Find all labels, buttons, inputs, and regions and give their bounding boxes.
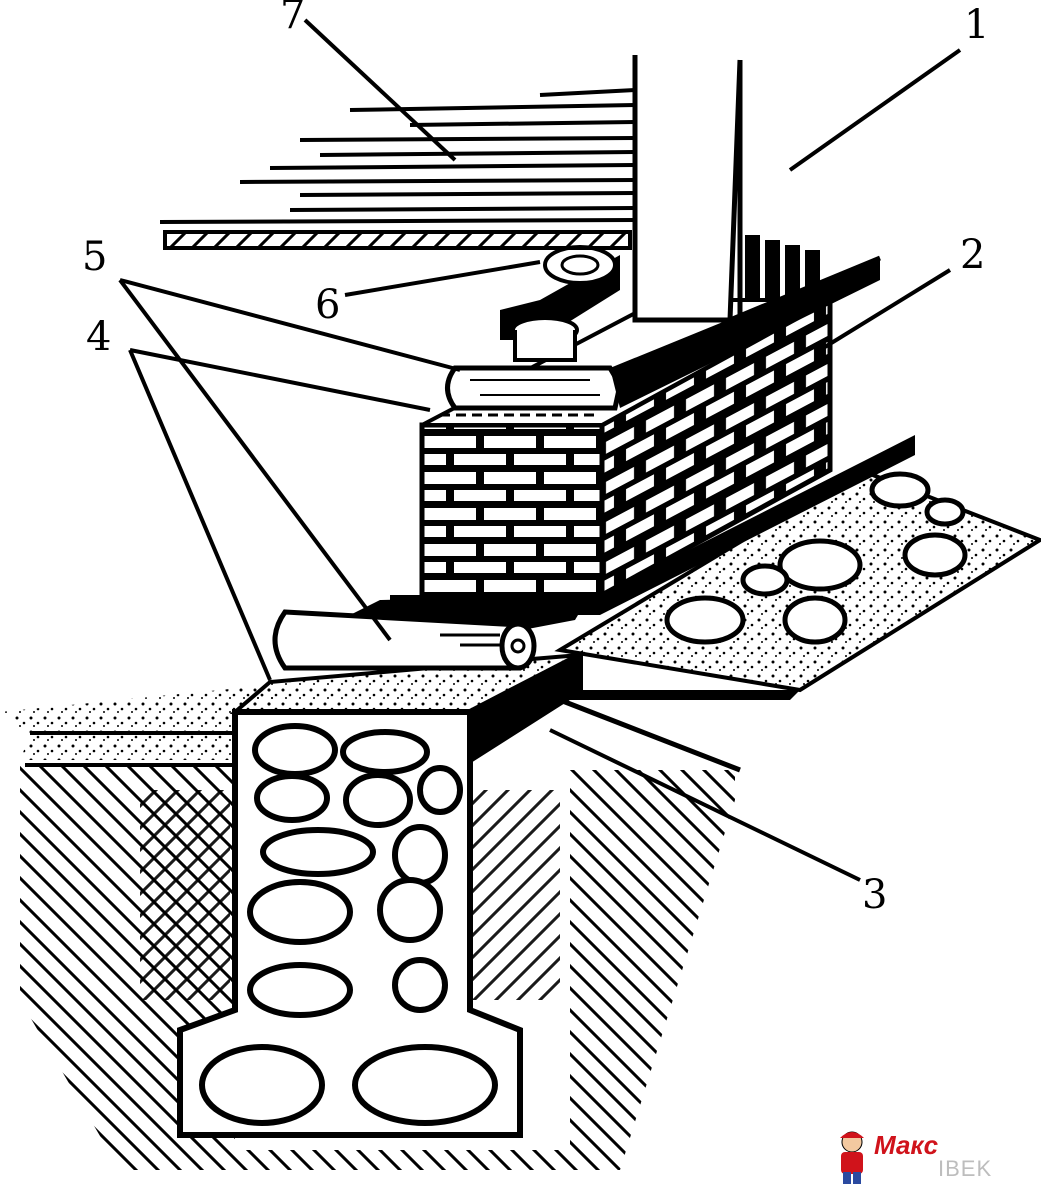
label-5: 5 [82,234,107,280]
sand-layer [0,685,280,767]
wall-post [632,55,881,323]
label-3: 3 [862,872,887,918]
label-1: 1 [964,2,989,48]
plinth-strip [554,467,1041,773]
watermark-logo: Макс IBEK [832,1128,1032,1188]
mascot-icon [840,1131,864,1184]
label-2: 2 [960,232,985,278]
leader-lines [118,18,962,882]
watermark-text: Макс [874,1130,939,1160]
floor-boards [159,88,636,250]
label-7: 7 [280,0,305,38]
watermark-subtext: IBEK [938,1156,993,1181]
label-4: 4 [86,314,111,360]
joist-support [500,245,620,362]
label-6: 6 [315,282,340,328]
